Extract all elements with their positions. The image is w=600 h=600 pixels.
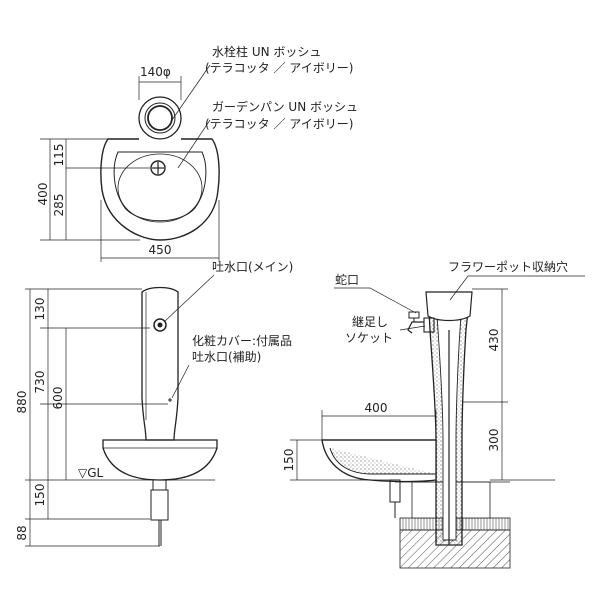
side-dim-150: 150 — [282, 449, 296, 472]
front-view: ▽GL 880 130 730 600 150 88 吐水口(メイン) 化粧カバ… — [15, 260, 293, 547]
drain-icon — [150, 160, 166, 176]
front-dim-130: 130 — [33, 298, 47, 321]
callout-post-name: 水栓柱 UN ボッシュ — [212, 44, 321, 59]
front-dim-880: 880 — [15, 391, 29, 414]
callout-socket-2: ソケット — [345, 331, 393, 345]
front-dim-150: 150 — [33, 484, 47, 507]
front-dim-730: 730 — [33, 371, 47, 394]
top-dim-450: 450 — [149, 243, 172, 257]
post-top-circle — [138, 96, 182, 140]
post-diameter-dimension: 140φ — [138, 65, 182, 100]
front-pan — [102, 439, 218, 481]
callout-pan-name: ガーデンパン UN ボッシュ — [212, 99, 358, 114]
callout-cover: 化粧カバー:付属品 — [192, 334, 292, 348]
callout-faucet: 蛇口 — [335, 272, 359, 287]
side-post — [425, 291, 473, 546]
callout-socket-1: 継足し — [352, 314, 388, 329]
side-dim-400: 400 — [365, 401, 388, 415]
top-dim-285: 285 — [52, 194, 66, 217]
side-dim-430: 430 — [487, 329, 501, 352]
aux-spout-icon — [168, 398, 172, 402]
side-pan — [321, 439, 437, 518]
top-dim-400: 400 — [36, 183, 50, 206]
top-view: 140φ 400 115 285 4 — [36, 44, 358, 262]
post-diameter-label: 140φ — [140, 65, 171, 79]
main-spout-icon — [153, 318, 167, 332]
front-dim-88: 88 — [15, 525, 29, 540]
top-left-dimensions: 400 115 285 — [36, 138, 140, 241]
callout-main-spout: 吐水口(メイン) — [212, 260, 293, 274]
faucet-icon — [407, 311, 435, 334]
callout-post-colors: (テラコッタ ／ アイボリー) — [205, 61, 353, 75]
side-view: 400 150 430 300 蛇口 継足し ソケット フラワーポット収納穴 — [282, 259, 585, 569]
top-width-dimension: 450 — [100, 200, 220, 262]
callout-aux-spout: 吐水口(補助) — [192, 350, 261, 364]
top-dim-115: 115 — [52, 144, 66, 167]
callout-flowerpot: フラワーポット収納穴 — [448, 259, 568, 274]
front-pipe — [150, 479, 169, 546]
gl-label: ▽GL — [78, 466, 104, 480]
front-post — [141, 286, 179, 441]
front-dim-600: 600 — [51, 387, 65, 410]
side-dim-300: 300 — [487, 429, 501, 452]
pan-top-outline — [100, 138, 220, 241]
callout-pan-colors: (テラコッタ ／ アイボリー) — [205, 117, 353, 131]
